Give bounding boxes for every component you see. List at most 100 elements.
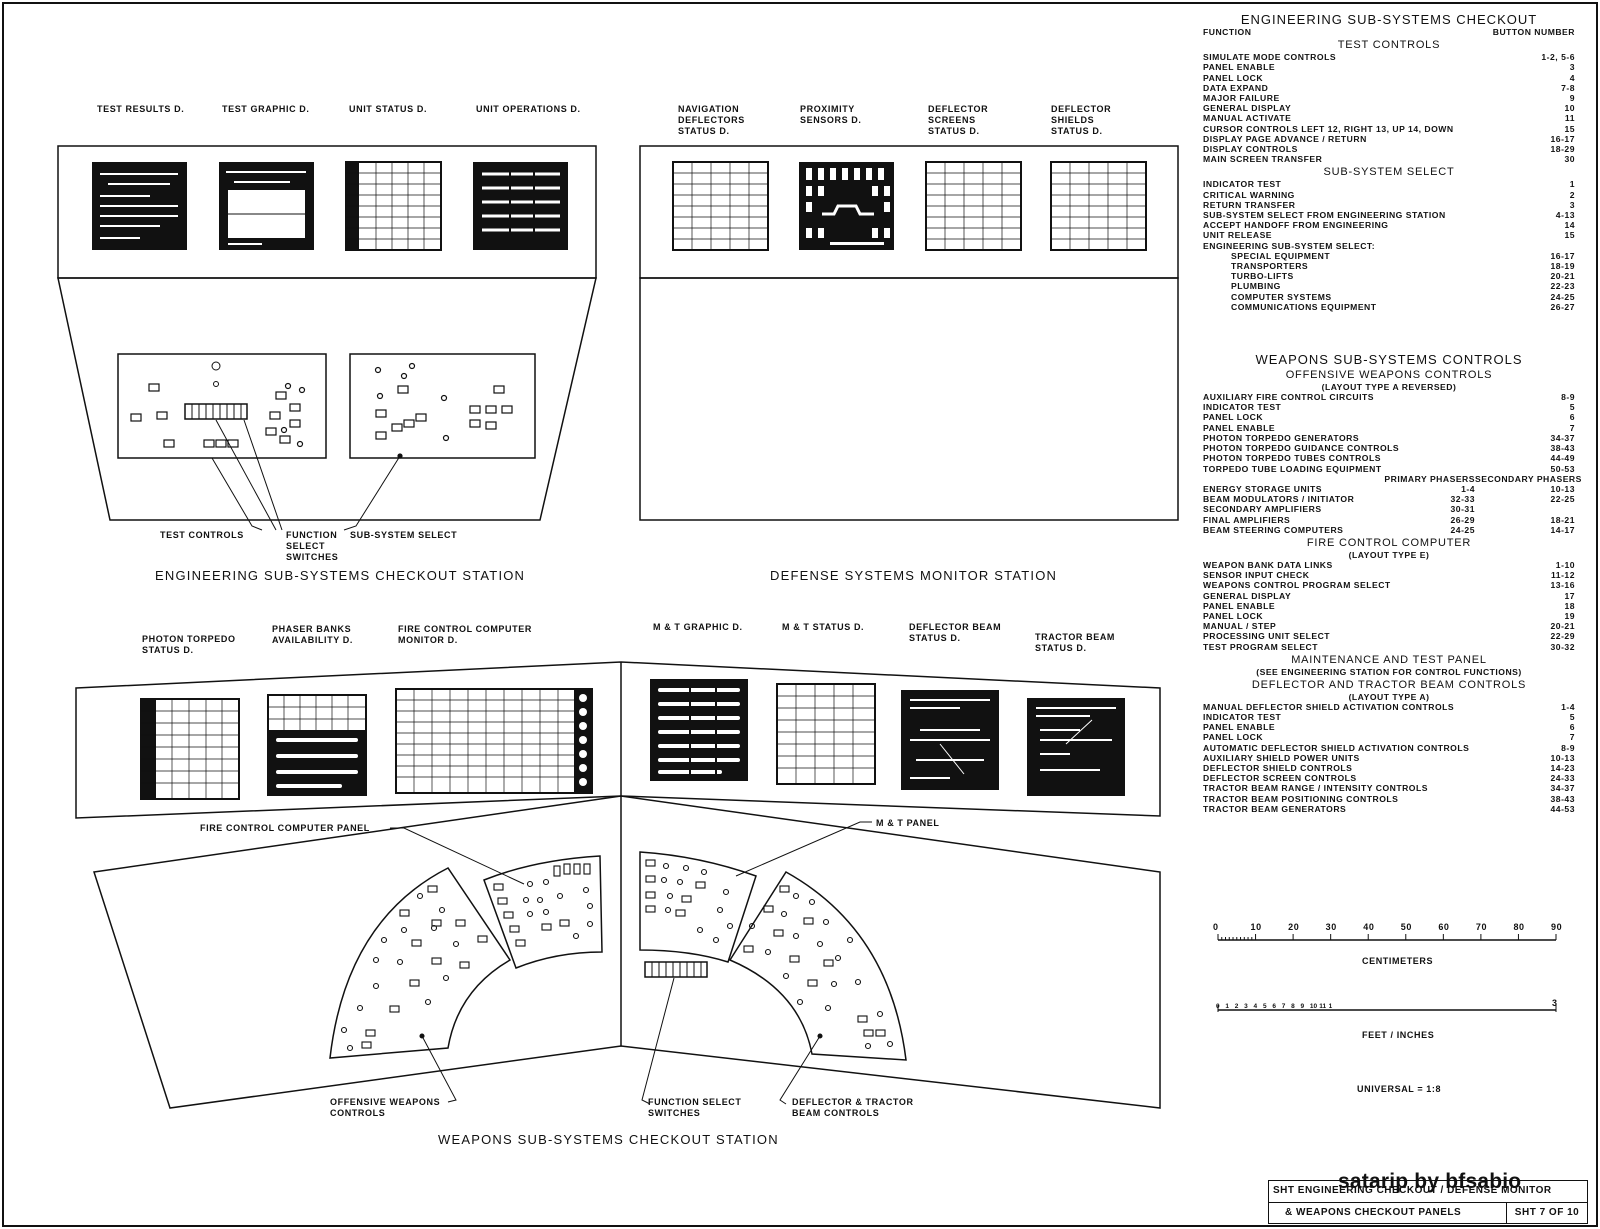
display-label: DEFLECTOR xyxy=(1051,104,1111,114)
legend-function: SECONDARY AMPLIFIERS xyxy=(1203,504,1322,515)
sheet-number: SHT 7 OF 10 xyxy=(1506,1202,1587,1224)
legend-function: DISPLAY CONTROLS xyxy=(1203,144,1298,155)
legend-button-number: 14 xyxy=(1564,220,1575,231)
proximity-sensors-display xyxy=(799,162,894,250)
legend-button-number: 20-21 xyxy=(1550,271,1575,282)
callout-function-select: FUNCTION SELECT xyxy=(648,1097,742,1107)
legend-function: TURBO-LIFTS xyxy=(1231,271,1294,282)
callout-function-select: SWITCHES xyxy=(648,1108,700,1118)
column-button-number: BUTTON NUMBER xyxy=(1492,27,1575,37)
legend-function: TORPEDO TUBE LOADING EQUIPMENT xyxy=(1203,463,1382,474)
legend-button-number: 16-17 xyxy=(1550,133,1575,144)
callout-deflector-tractor: BEAM CONTROLS xyxy=(792,1108,879,1118)
legend-function: AUXILIARY FIRE CONTROL CIRCUITS xyxy=(1203,392,1374,403)
feet-scale-end: 3 xyxy=(1552,998,1558,1008)
legend-button-number: 44-49 xyxy=(1550,453,1575,464)
legend-function: ENERGY STORAGE UNITS xyxy=(1203,483,1323,494)
deflector-beam-status-display xyxy=(901,690,999,790)
legend-button-number xyxy=(1475,504,1575,514)
deflector-tractor-list: MANUAL DEFLECTOR SHIELD ACTIVATION CONTR… xyxy=(1203,702,1575,814)
legend-button-number: 22-29 xyxy=(1550,631,1575,642)
callout-function-select: FUNCTION xyxy=(286,530,337,540)
display-label: SCREENS xyxy=(928,115,976,125)
legend-function: AUXILIARY SHIELD POWER UNITS xyxy=(1203,752,1360,763)
legend-button-number: 34-37 xyxy=(1550,783,1575,794)
cm-tick-label: 50 xyxy=(1401,922,1412,932)
section-subtitle: (SEE ENGINEERING STATION FOR CONTROL FUN… xyxy=(1256,666,1522,677)
inch-tick-label: 3 xyxy=(1244,1003,1248,1010)
offensive-weapons-panel xyxy=(329,867,512,1059)
legend-button-number: 5 xyxy=(1569,402,1575,413)
weapons-station: PHOTON TORPEDO STATUS D. PHASER BANKS AV… xyxy=(75,622,1161,1147)
legend-button-number: 16-17 xyxy=(1550,250,1575,261)
legend-function: PHOTON TORPEDO GENERATORS xyxy=(1203,432,1360,443)
unit-operations-display xyxy=(473,162,568,250)
legend-button-number: 26-27 xyxy=(1550,301,1575,312)
legend-function: SPECIAL EQUIPMENT xyxy=(1231,250,1331,261)
legend-button-number: 18-29 xyxy=(1550,144,1575,155)
legend-button-number: 44-53 xyxy=(1550,803,1575,814)
legend-button-number: 20-21 xyxy=(1550,621,1575,632)
inch-tick-label: 6 xyxy=(1272,1003,1276,1010)
test-results-display xyxy=(92,162,187,250)
legend-button-number: 6 xyxy=(1569,722,1575,733)
legend-button-number: 8-9 xyxy=(1561,742,1575,753)
legend-button-number: 4-13 xyxy=(1555,210,1575,221)
display-label: TEST GRAPHIC D. xyxy=(222,104,310,114)
legend-button-number: 22-25 xyxy=(1550,494,1575,505)
legend-button-number: 22-23 xyxy=(1550,281,1575,292)
display-label: FIRE CONTROL COMPUTER xyxy=(398,624,532,634)
legend-button-number: 18 xyxy=(1564,600,1575,611)
universal-scale: UNIVERSAL = 1:8 xyxy=(1357,1084,1441,1094)
legend-button-number: 15 xyxy=(1564,123,1575,134)
inch-tick-label: 4 xyxy=(1254,1003,1258,1010)
display-label: STATUS D. xyxy=(1035,643,1087,653)
cm-tick-label: 30 xyxy=(1326,922,1337,932)
display-label: AVAILABILITY D. xyxy=(272,635,353,645)
legend-button-number: 1 xyxy=(1569,179,1575,190)
legend-function: SIMULATE MODE CONTROLS xyxy=(1203,52,1337,63)
display-label: UNIT OPERATIONS D. xyxy=(476,104,581,114)
legend-function: SUB-SYSTEM SELECT FROM ENGINEERING STATI… xyxy=(1203,210,1446,221)
inch-tick-label: 10 xyxy=(1310,1003,1318,1010)
legend-function: CRITICAL WARNING xyxy=(1203,189,1295,200)
display-label: M & T STATUS D. xyxy=(782,622,864,632)
inch-tick-label: 1 xyxy=(1329,1003,1333,1010)
callout-fire-control-panel: FIRE CONTROL COMPUTER PANEL xyxy=(200,823,370,833)
cm-tick-label: 80 xyxy=(1513,922,1524,932)
inch-tick-label: 2 xyxy=(1235,1003,1239,1010)
section-title: OFFENSIVE WEAPONS CONTROLS xyxy=(1285,369,1493,382)
leader-lines xyxy=(211,419,401,531)
legend-function: TRANSPORTERS xyxy=(1231,261,1309,272)
legend-button-number: 3 xyxy=(1569,62,1575,73)
console-panel xyxy=(57,277,597,521)
legend-button-number: 30-31 xyxy=(1450,504,1475,515)
display-label: SHIELDS xyxy=(1051,115,1094,125)
legend-function: COMPUTER SYSTEMS xyxy=(1231,291,1332,302)
navigation-deflectors-display xyxy=(672,161,769,251)
legend-function: INDICATOR TEST xyxy=(1203,402,1282,413)
legend-function: PANEL ENABLE xyxy=(1203,422,1276,433)
